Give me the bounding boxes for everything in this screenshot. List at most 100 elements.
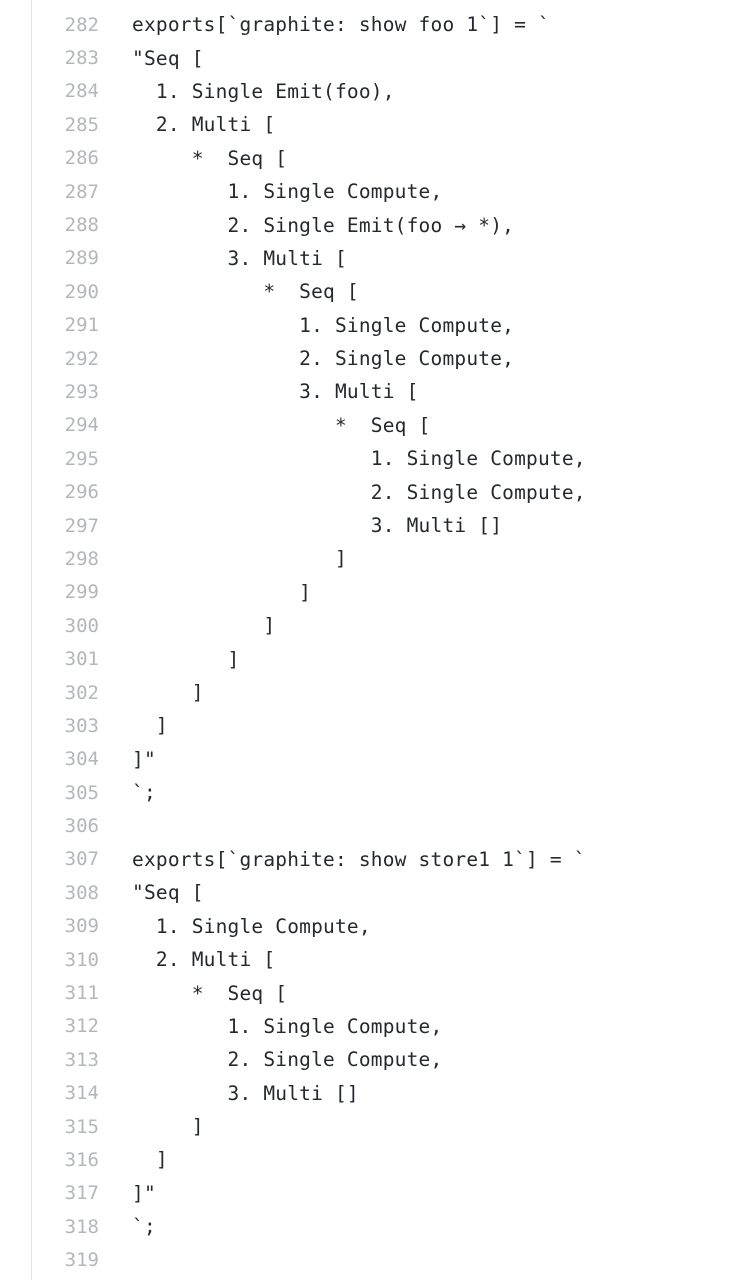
line-number[interactable]: 290 bbox=[64, 280, 99, 303]
code-line: 285 2. Multi [ bbox=[0, 108, 739, 141]
line-number[interactable]: 309 bbox=[64, 915, 99, 938]
code-line: 300 ] bbox=[0, 609, 739, 642]
line-code: 2. Single Emit(foo → *), bbox=[132, 213, 515, 237]
code-line: 314 3. Multi [] bbox=[0, 1077, 739, 1110]
line-code: ] bbox=[132, 1148, 168, 1172]
line-number[interactable]: 285 bbox=[64, 113, 99, 136]
code-line: 296 2. Single Compute, bbox=[0, 475, 739, 508]
line-number[interactable]: 302 bbox=[64, 681, 99, 704]
line-number[interactable]: 284 bbox=[64, 80, 99, 103]
line-code: * Seq [ bbox=[132, 413, 431, 437]
line-number[interactable]: 293 bbox=[64, 380, 99, 403]
line-code: 2. Single Compute, bbox=[132, 1048, 443, 1072]
code-line: 308 "Seq [ bbox=[0, 876, 739, 909]
code-line: 292 2. Single Compute, bbox=[0, 342, 739, 375]
code-line: 310 2. Multi [ bbox=[0, 943, 739, 976]
line-number[interactable]: 289 bbox=[64, 247, 99, 270]
line-code: ] bbox=[132, 1115, 204, 1139]
line-number[interactable]: 305 bbox=[64, 781, 99, 804]
line-number[interactable]: 287 bbox=[64, 180, 99, 203]
line-code: ]" bbox=[132, 747, 156, 771]
line-number[interactable]: 299 bbox=[64, 581, 99, 604]
line-number[interactable]: 314 bbox=[64, 1082, 99, 1105]
code-line: 301 ] bbox=[0, 642, 739, 675]
line-code: ] bbox=[132, 614, 276, 638]
line-code: 3. Multi [ bbox=[132, 380, 419, 404]
code-line: 306 bbox=[0, 809, 739, 842]
line-code: ] bbox=[132, 681, 204, 704]
line-code: ] bbox=[132, 714, 168, 738]
line-number[interactable]: 292 bbox=[64, 347, 99, 370]
code-line: 316 ] bbox=[0, 1143, 739, 1176]
code-line: 284 1. Single Emit(foo), bbox=[0, 75, 739, 108]
line-number[interactable]: 296 bbox=[64, 481, 99, 504]
line-number[interactable]: 295 bbox=[64, 447, 99, 470]
line-number[interactable]: 283 bbox=[64, 47, 99, 70]
line-number[interactable]: 297 bbox=[64, 514, 99, 537]
line-number[interactable]: 310 bbox=[64, 948, 99, 971]
code-line: 291 1. Single Compute, bbox=[0, 309, 739, 342]
line-code: 1. Single Emit(foo), bbox=[132, 79, 395, 103]
code-line: 305`; bbox=[0, 776, 739, 809]
code-line: 293 3. Multi [ bbox=[0, 375, 739, 408]
line-number[interactable]: 307 bbox=[64, 848, 99, 871]
line-number[interactable]: 318 bbox=[64, 1215, 99, 1238]
line-number[interactable]: 313 bbox=[64, 1048, 99, 1071]
line-number[interactable]: 317 bbox=[64, 1182, 99, 1205]
line-number[interactable]: 311 bbox=[64, 982, 99, 1005]
code-line: 297 3. Multi [] bbox=[0, 509, 739, 542]
code-lines: 282 exports[`graphite: show foo 1`] = ` 28… bbox=[0, 8, 739, 1277]
line-code: 1. Single Compute, bbox=[132, 313, 515, 337]
line-code: exports[`graphite: show foo 1`] = ` bbox=[132, 13, 550, 37]
line-code: ] bbox=[132, 580, 312, 604]
code-line: 290 * Seq [ bbox=[0, 275, 739, 308]
line-number[interactable]: 316 bbox=[64, 1148, 99, 1171]
code-line: 311 * Seq [ bbox=[0, 976, 739, 1009]
code-line: 304 ]" bbox=[0, 743, 739, 776]
code-line: 312 1. Single Compute, bbox=[0, 1010, 739, 1043]
line-number[interactable]: 286 bbox=[64, 147, 99, 170]
line-number[interactable]: 291 bbox=[64, 314, 99, 337]
line-number[interactable]: 308 bbox=[64, 881, 99, 904]
line-number[interactable]: 306 bbox=[64, 815, 99, 838]
code-line: 302 ] bbox=[0, 676, 739, 709]
code-line: 315 ] bbox=[0, 1110, 739, 1143]
line-number[interactable]: 312 bbox=[64, 1015, 99, 1038]
line-number[interactable]: 282 bbox=[64, 13, 99, 36]
code-line: 319 bbox=[0, 1243, 739, 1276]
code-line: 303 ] bbox=[0, 709, 739, 742]
line-code: 3. Multi [] bbox=[132, 514, 503, 538]
line-number[interactable]: 303 bbox=[64, 714, 99, 737]
line-number[interactable]: 319 bbox=[64, 1249, 99, 1272]
line-code: * Seq [ bbox=[132, 280, 359, 304]
line-number[interactable]: 298 bbox=[64, 547, 99, 570]
code-line: 283 "Seq [ bbox=[0, 41, 739, 74]
line-code: 1. Single Compute, bbox=[132, 914, 371, 938]
line-code: 2. Single Compute, bbox=[132, 480, 586, 504]
line-code: ] bbox=[132, 647, 240, 671]
code-line: 299 ] bbox=[0, 576, 739, 609]
line-code: "Seq [ bbox=[132, 881, 204, 905]
code-line: 286 * Seq [ bbox=[0, 142, 739, 175]
line-number[interactable]: 301 bbox=[64, 648, 99, 671]
line-number[interactable]: 300 bbox=[64, 614, 99, 637]
line-number[interactable]: 288 bbox=[64, 214, 99, 237]
line-number[interactable]: 315 bbox=[64, 1115, 99, 1138]
code-line: 317 ]" bbox=[0, 1177, 739, 1210]
line-code: 3. Multi [] bbox=[132, 1081, 359, 1105]
code-line: 298 ] bbox=[0, 542, 739, 575]
line-code: ]" bbox=[132, 1181, 156, 1205]
code-line: 289 3. Multi [ bbox=[0, 242, 739, 275]
line-code: "Seq [ bbox=[132, 46, 204, 70]
code-line: 295 1. Single Compute, bbox=[0, 442, 739, 475]
code-line: 318`; bbox=[0, 1210, 739, 1243]
line-code: * Seq [ bbox=[132, 146, 288, 170]
line-code: 1. Single Compute, bbox=[132, 180, 443, 204]
line-code: 2. Multi [ bbox=[132, 113, 276, 137]
line-number[interactable]: 304 bbox=[64, 748, 99, 771]
line-number[interactable]: 294 bbox=[64, 414, 99, 437]
code-line: 287 1. Single Compute, bbox=[0, 175, 739, 208]
line-code: 1. Single Compute, bbox=[132, 447, 586, 471]
code-line: 294 * Seq [ bbox=[0, 409, 739, 442]
